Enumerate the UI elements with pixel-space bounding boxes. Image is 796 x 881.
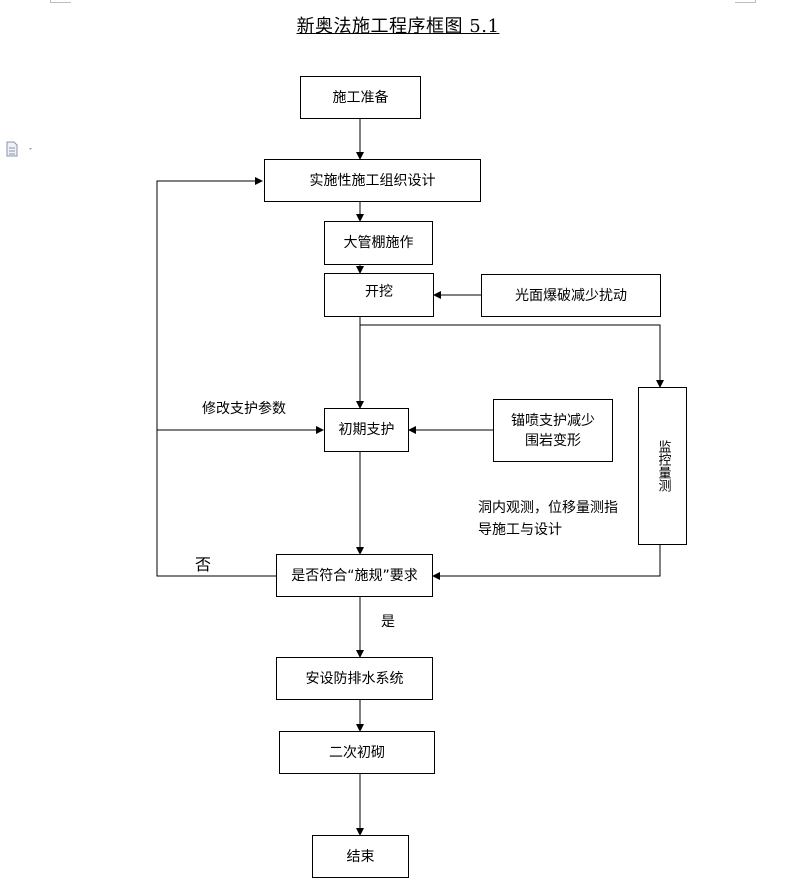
node-smooth-blasting: 光面爆破减少扰动 <box>481 274 661 317</box>
label-no: 否 <box>195 555 212 574</box>
node-secondary-lining: 二次初砌 <box>279 731 435 774</box>
node-org-design: 实施性施工组织设计 <box>264 159 481 202</box>
label-yes: 是 <box>381 614 395 630</box>
node-monitoring: 监控量测 <box>638 387 687 545</box>
label-modify-support: 修改支护参数 <box>202 401 286 417</box>
node-end: 结束 <box>312 835 409 878</box>
arrow-monitor-to-check <box>432 545 661 580</box>
document-icon[interactable] <box>5 141 35 157</box>
node-construction-prep: 施工准备 <box>300 76 421 119</box>
label-observation-line2: 导施工与设计 <box>478 522 562 538</box>
node-anchor-shotcrete: 锚喷支护减少 围岩变形 <box>493 399 613 462</box>
label-observation-line1: 洞内观测，位移量测指 <box>478 500 618 516</box>
diagram-title: 新奥法施工程序框图 5.1 <box>296 16 500 37</box>
page-corner-mark-right <box>735 0 756 3</box>
node-initial-support: 初期支护 <box>324 408 409 452</box>
feedback-loop <box>156 177 276 577</box>
node-pipe-roof: 大管棚施作 <box>324 221 433 265</box>
page-corner-mark-left <box>50 0 71 3</box>
node-spec-check: 是否符合“施规”要求 <box>276 554 433 597</box>
node-excavate: 开挖 <box>324 273 434 317</box>
arrow-to-monitor <box>360 324 664 388</box>
node-waterproofing: 安设防排水系统 <box>276 657 433 700</box>
